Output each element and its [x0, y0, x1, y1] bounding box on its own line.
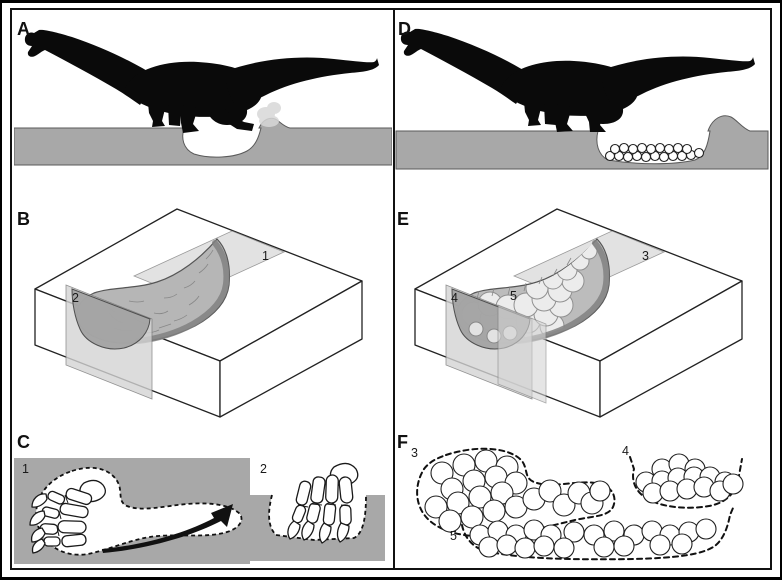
egg-cluster-longitudinal — [469, 518, 717, 559]
trace-transverse-outline — [268, 494, 367, 541]
clutch-transverse-outline — [629, 456, 743, 509]
panel-label-d: D — [398, 19, 411, 39]
figure-border — [10, 8, 772, 570]
trace-depth-shadow — [135, 240, 230, 344]
section-number-plan: 1 — [22, 462, 29, 476]
section-number-plan: 1 — [262, 249, 269, 263]
panel-label-a: A — [17, 19, 30, 39]
trace-cut-face — [71, 288, 151, 350]
panel-e: 3 4 5 E — [394, 193, 772, 423]
sweep-arrow — [102, 504, 233, 553]
pes-skeleton-digging — [287, 462, 359, 544]
clutch-longitudinal-outline — [461, 507, 734, 561]
trace-depth-shadow — [515, 240, 610, 344]
panel-c-sections: 1 2 C — [14, 432, 385, 564]
sauropod-silhouette-digging — [24, 29, 379, 133]
panel-label-c: C — [17, 432, 30, 452]
dust-puff — [257, 102, 281, 127]
egg-cluster-plan — [424, 449, 611, 533]
section-number-plan: 3 — [642, 249, 649, 263]
section-number-transverse: 2 — [260, 462, 267, 476]
section-number-transverse: 4 — [622, 444, 629, 458]
panel-f: 3 4 5 F — [394, 423, 772, 575]
panel-b: 1 2 B — [14, 193, 392, 423]
panel-label-e: E — [397, 209, 409, 229]
panel-label-b: B — [17, 209, 30, 229]
panel-a-illustration: A — [14, 19, 392, 166]
substrate-ground — [14, 117, 392, 166]
clutch-plan-outline — [416, 447, 616, 538]
panel-d: D — [394, 13, 772, 191]
substrate-ground — [395, 115, 769, 170]
section-plane-5 — [497, 304, 547, 404]
sauropod-silhouette-laying — [400, 28, 755, 132]
section-number-longitudinal: 5 — [450, 529, 457, 543]
section-number-longitudinal: 5 — [510, 289, 517, 303]
panel-d-illustration: D — [395, 19, 769, 170]
panel-label-f: F — [397, 432, 408, 452]
panel-f-sections: 3 4 5 F — [397, 432, 744, 561]
panel-b-block-diagram: 1 2 B — [17, 208, 363, 418]
egg-cluster-transverse — [635, 453, 744, 504]
section-number-transverse: 4 — [451, 291, 458, 305]
section-number-transverse: 2 — [72, 291, 79, 305]
panel-e-block-diagram: 3 4 5 E — [397, 208, 743, 418]
panel-a: A — [14, 13, 392, 191]
section-2-matrix — [250, 495, 385, 561]
pes-skeleton-plan — [29, 479, 107, 554]
section-number-plan: 3 — [411, 446, 418, 460]
column-divider — [393, 8, 395, 570]
egg-clutch-in-nest — [604, 142, 705, 163]
panel-c: 1 2 C — [14, 423, 392, 575]
